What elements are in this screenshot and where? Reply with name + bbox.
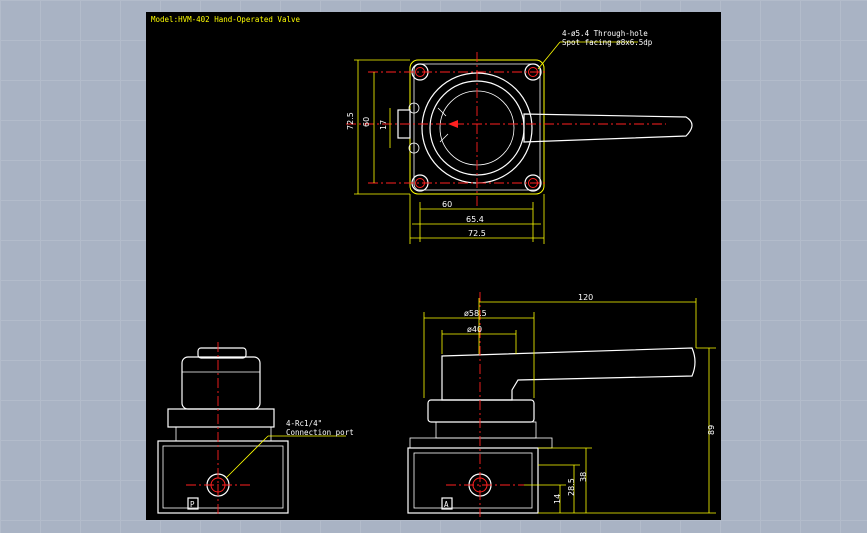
dim-40: ø40 — [467, 325, 482, 334]
valve-body-inner — [413, 63, 541, 191]
top-view: 72.5 60 17 60 65.4 72.5 4-ø5.4 Through-h… — [346, 29, 693, 244]
actuator-top — [197, 347, 247, 359]
dim-38: 38 — [579, 472, 588, 482]
dim-60-horizontal: 60 — [442, 200, 452, 209]
side-view-right: A 120 ø58.5 ø40 89 38 28.5 14 — [407, 292, 716, 517]
valve-base — [157, 440, 289, 514]
position-marks — [437, 107, 449, 143]
port-label-box — [187, 497, 199, 510]
dim-17: 17 — [379, 120, 388, 130]
direction-arrow — [448, 120, 458, 128]
handle-side-profile — [441, 347, 696, 401]
dim-65-4: 65.4 — [466, 215, 484, 224]
dim-28-5: 28.5 — [567, 478, 576, 496]
cad-drawing: Model:HVM-402 Hand-Operated Valve — [151, 15, 716, 517]
dim-120: 120 — [578, 293, 593, 302]
valve-mid-block — [175, 426, 272, 442]
drawing-title: Model:HVM-402 Hand-Operated Valve — [151, 15, 300, 24]
dim-72-5-horizontal: 72.5 — [468, 229, 486, 238]
connection-callout-1: 4-Rc1/4" — [286, 419, 322, 428]
valve-base-right — [407, 447, 539, 514]
drawing-sheet: Model:HVM-402 Hand-Operated Valve — [146, 12, 721, 520]
valve-upper-block — [167, 408, 275, 428]
actuator-cap — [181, 356, 261, 410]
body-flange — [409, 437, 553, 449]
dim-58-5: ø58.5 — [464, 309, 487, 318]
dim-60-vertical: 60 — [362, 117, 371, 127]
side-view-left: P 4-Rc1/4" Connection port — [157, 342, 354, 517]
dim-89: 89 — [707, 425, 716, 435]
port-label-a: A — [444, 500, 449, 509]
connection-callout-2: Connection port — [286, 428, 354, 437]
handle-lever — [523, 113, 693, 143]
spot-facing-callout: Spot facing ø8x6.5dp — [562, 38, 653, 47]
dim-14: 14 — [553, 494, 562, 504]
handle-hub-side — [427, 399, 535, 423]
mounting-holes — [408, 63, 542, 192]
through-hole-callout: 4-ø5.4 Through-hole — [562, 29, 648, 38]
dim-72-5-vertical: 72.5 — [346, 112, 355, 130]
port-label-p: P — [190, 500, 195, 509]
